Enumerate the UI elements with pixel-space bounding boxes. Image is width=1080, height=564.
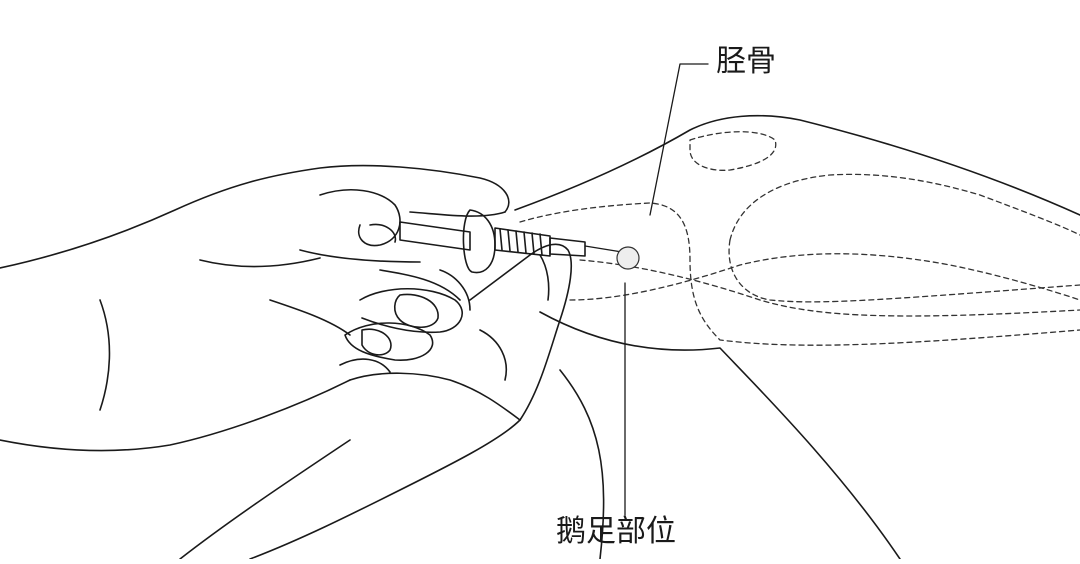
- label-tibia: 胫骨: [716, 44, 776, 79]
- leg-outline: [514, 114, 1080, 560]
- tibia-bone-outline: [519, 131, 1080, 346]
- leader-lines: [624, 63, 709, 516]
- left-hand: [0, 164, 510, 452]
- syringe-hub: [549, 237, 586, 257]
- injection-point-marker: [616, 246, 640, 270]
- right-hand: [179, 243, 573, 560]
- syringe-flange: [462, 209, 496, 274]
- leader-line-tibia: [649, 63, 709, 216]
- syringe-barrel: [399, 221, 471, 251]
- fingers: [339, 288, 463, 373]
- syringe: [399, 209, 623, 274]
- syringe-needle: [584, 245, 623, 253]
- label-pes-anserinus: 鹅足部位: [556, 514, 676, 549]
